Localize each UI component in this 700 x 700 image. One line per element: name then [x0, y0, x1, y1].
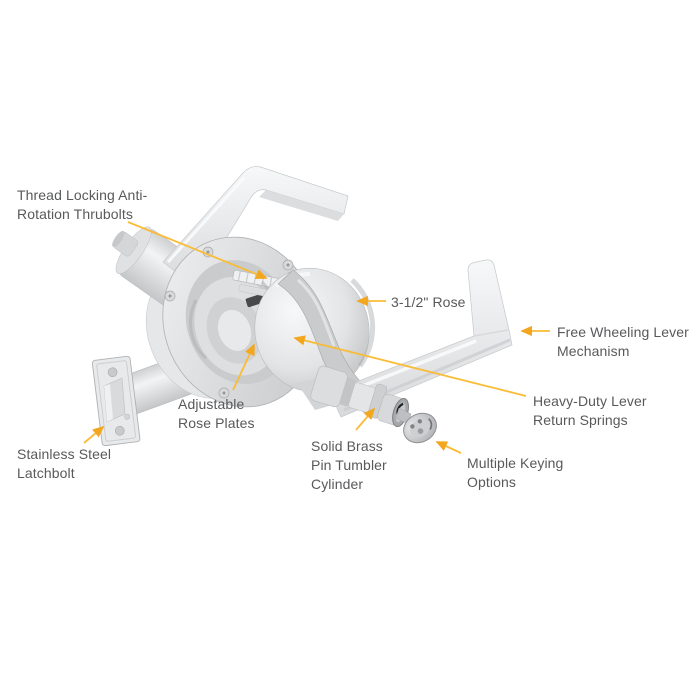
- leader-thread-locking-thrubolts: [127, 221, 268, 280]
- callout-rose-size: 3-1/2" Rose: [391, 294, 466, 310]
- leader-solid-brass-cylinder: [355, 407, 376, 431]
- key-illustration: [395, 407, 437, 444]
- callout-thread-locking-thrubolts: Thread Locking Anti- Rotation Thrubolts: [17, 187, 148, 222]
- return-spring-arc: [189, 299, 207, 360]
- callout-stainless-steel-latchbolt: Stainless Steel Latchbolt: [17, 446, 112, 481]
- leader-multiple-keying: [435, 441, 462, 454]
- callout-multiple-keying-options: Multiple Keying Options: [467, 455, 564, 490]
- leader-stainless-latchbolt: [83, 425, 105, 444]
- callout-solid-brass-pin-tumbler-cylinder: Solid Brass Pin Tumbler Cylinder: [311, 438, 387, 492]
- leader-heavy-duty-springs: [293, 335, 527, 397]
- callout-leader-lines: [83, 221, 550, 454]
- callout-free-wheeling-lever-mechanism: Free Wheeling Lever Mechanism: [557, 324, 689, 359]
- cylinder-and-key-illustration: [310, 365, 437, 444]
- callout-adjustable-rose-plates: Adjustable Rose Plates: [178, 396, 255, 431]
- leader-adjustable-rose-plates: [232, 343, 255, 391]
- callout-heavy-duty-lever-return-springs: Heavy-Duty Lever Return Springs: [533, 393, 647, 428]
